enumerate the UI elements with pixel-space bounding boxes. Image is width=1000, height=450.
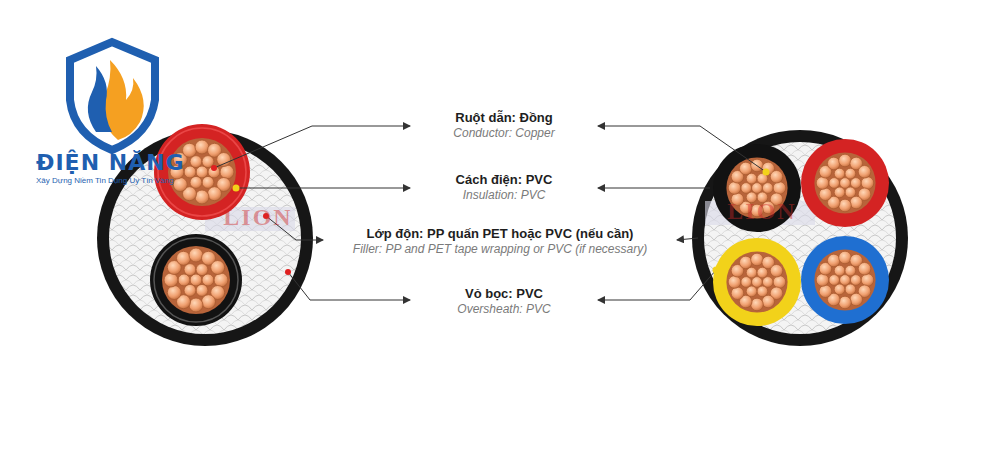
watermark: LION — [223, 204, 292, 231]
four-core-cable — [692, 130, 908, 346]
part-name: Vỏ bọc: PVC — [465, 286, 543, 301]
part-name: Cách điện: PVC — [456, 172, 553, 187]
logo-text: ĐIỆN NĂNG — [36, 150, 185, 175]
part-name: Ruột dẫn: Đồng — [455, 110, 552, 125]
part-name: Lớp độn: PP quấn PET hoặc PVC (nếu cần) — [367, 226, 634, 241]
logo-slogan: Xây Dựng Niềm Tin Dụng Uy Tín Vàng — [36, 176, 174, 185]
leader-dots — [211, 165, 770, 275]
watermark: LION — [727, 198, 796, 225]
part-name-english: Insulation: PVC — [463, 188, 546, 202]
part-name-english: Conductor: Copper — [453, 126, 554, 140]
logo-shield — [70, 42, 155, 150]
leader-lines — [214, 126, 766, 300]
part-name-english: Filler: PP and PET tape wrapping or PVC … — [353, 242, 647, 256]
part-name-english: Oversheath: PVC — [457, 302, 550, 316]
